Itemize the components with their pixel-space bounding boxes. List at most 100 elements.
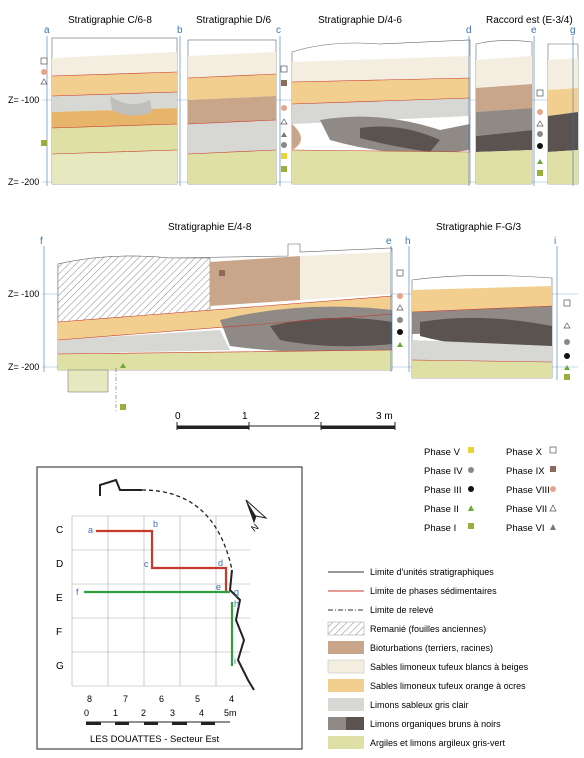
top-depth-200: Z= -200 xyxy=(8,177,39,187)
panel-d6 xyxy=(187,39,277,185)
phase-iv-label: Phase IV xyxy=(424,466,463,477)
scale-2: 2 xyxy=(314,411,320,422)
panel-raccord-est xyxy=(475,40,579,185)
legend-fill-sables-blancs xyxy=(327,659,365,674)
pt-h: h xyxy=(234,599,239,609)
pt-c: c xyxy=(144,559,149,569)
legend-line-phase-label: Limite de phases sédimentaires xyxy=(370,586,497,596)
map-caption: LES DOUATTES - Secteur Est xyxy=(90,734,220,745)
scale-0: 0 xyxy=(175,411,181,422)
top-title-4: Raccord est (E-3/4) xyxy=(486,15,573,26)
top-depth-100: Z= -100 xyxy=(8,95,39,105)
phase-v-label: Phase V xyxy=(424,447,461,458)
letter-g: g xyxy=(570,25,576,36)
legend-fill-argiles xyxy=(328,736,364,749)
pt-i: i xyxy=(234,656,236,666)
symbol-legend: Limite d'unités stratigraphiques Limite … xyxy=(327,567,529,749)
mid-title-1: Stratigraphie E/4-8 xyxy=(168,222,252,233)
pt-a: a xyxy=(88,525,93,535)
map-scale-0: 0 xyxy=(84,708,89,718)
map-scale-3: 3 xyxy=(170,708,175,718)
phase-i-symbol xyxy=(468,523,474,529)
phase-viii-symbol xyxy=(550,486,556,492)
mid-depth-100: Z= -100 xyxy=(8,289,39,299)
phase-vii-label: Phase VII xyxy=(506,504,547,515)
legend-fill-bioturbations xyxy=(328,641,364,654)
letter-e: e xyxy=(531,25,537,36)
mid-letter-e: e xyxy=(386,236,392,247)
phase-vi-symbol xyxy=(550,524,556,530)
pt-b: b xyxy=(153,519,158,529)
legend-fill-limons-organiques-label: Limons organiques bruns à noirs xyxy=(370,719,501,729)
phase-vi-label: Phase VI xyxy=(506,523,545,534)
legend-fill-remanie xyxy=(327,621,365,636)
phase-ii-label: Phase II xyxy=(424,504,459,515)
row-g: G xyxy=(56,661,64,672)
mid-letter-i: i xyxy=(554,236,556,247)
legend-line-strat-label: Limite d'unités stratigraphiques xyxy=(370,567,494,577)
row-c: C xyxy=(56,525,63,536)
phase-ix-symbol xyxy=(550,466,556,472)
letter-d: d xyxy=(466,25,472,36)
legend-fill-remanie-label: Remanié (fouilles anciennes) xyxy=(370,624,486,634)
phase-x-label: Phase X xyxy=(506,447,543,458)
phase-legend: Phase V Phase X Phase IV Phase IX Phase … xyxy=(424,446,557,534)
col-6: 6 xyxy=(159,694,164,704)
north-arrow-icon xyxy=(245,499,268,524)
map-scale-5m: 5m xyxy=(224,708,237,718)
phase-iv-symbol xyxy=(468,467,474,473)
legend-line-releve-label: Limite de relevé xyxy=(370,605,434,615)
legend-fill-sables-orange-label: Sables limoneux tufeux orange à ocres xyxy=(370,681,526,691)
legend-fill-sables-orange xyxy=(328,679,364,692)
map-scale-1: 1 xyxy=(113,708,118,718)
scale-bar: 0 1 2 3 m xyxy=(175,411,396,430)
row-f: F xyxy=(56,627,62,638)
phase-iii-label: Phase III xyxy=(424,485,462,496)
scale-1: 1 xyxy=(242,411,248,422)
legend-fill-limons-organiques-light xyxy=(328,717,346,730)
col-5: 5 xyxy=(195,694,200,704)
legend-fill-bioturbations-label: Bioturbations (terriers, racines) xyxy=(370,643,493,653)
phase-i-label: Phase I xyxy=(424,523,456,534)
scale-3m: 3 m xyxy=(376,411,393,422)
phase-ii-symbol xyxy=(468,505,474,511)
top-profile: Stratigraphie C/6-8 Stratigraphie D/6 St… xyxy=(8,15,579,187)
site-map: C D E F G 8 7 6 5 4 a b c d e f g h i N xyxy=(36,466,303,750)
pt-f: f xyxy=(76,587,79,597)
letter-a: a xyxy=(44,25,50,36)
legend-fill-limons-organiques xyxy=(346,717,364,730)
col-7: 7 xyxy=(123,694,128,704)
phase-ix-label: Phase IX xyxy=(506,466,545,477)
legend-fill-argiles-label: Argiles et limons argileux gris-vert xyxy=(370,738,506,748)
phase-viii-label: Phase VIII xyxy=(506,485,550,496)
pt-d: d xyxy=(218,558,223,568)
mid-letter-h: h xyxy=(405,236,411,247)
row-d: D xyxy=(56,559,63,570)
map-scale-2: 2 xyxy=(141,708,146,718)
phase-vii-symbol xyxy=(549,504,557,512)
top-title-3: Stratigraphie D/4-6 xyxy=(318,15,402,26)
panel-d4-6 xyxy=(291,39,471,185)
phase-v-symbol xyxy=(468,447,474,453)
row-e: E xyxy=(56,593,63,604)
top-title-1: Stratigraphie C/6-8 xyxy=(68,15,152,26)
legend-fill-sables-blancs-label: Sables limoneux tufeux blancs à beiges xyxy=(370,662,529,672)
letter-c: c xyxy=(276,25,281,36)
middle-profile: Stratigraphie E/4-8 Stratigraphie F-G/3 … xyxy=(8,222,578,412)
phase-iii-symbol xyxy=(468,486,474,492)
col-8: 8 xyxy=(87,694,92,704)
panel-c6-8 xyxy=(51,37,178,185)
mid-letter-f: f xyxy=(40,236,43,247)
pt-g: g xyxy=(234,587,239,597)
legend-fill-limons-gris xyxy=(328,698,364,711)
legend-fill-limons-gris-label: Limons sableux gris clair xyxy=(370,700,469,710)
top-title-2: Stratigraphie D/6 xyxy=(196,15,271,26)
col-4: 4 xyxy=(229,694,234,704)
mid-depth-200: Z= -200 xyxy=(8,362,39,372)
north-label: N xyxy=(249,522,260,534)
mid-title-2: Stratigraphie F-G/3 xyxy=(436,222,521,233)
map-scale-bar: 0 1 2 3 4 5m xyxy=(84,708,237,725)
map-frame xyxy=(36,466,303,750)
pt-e: e xyxy=(216,582,221,592)
